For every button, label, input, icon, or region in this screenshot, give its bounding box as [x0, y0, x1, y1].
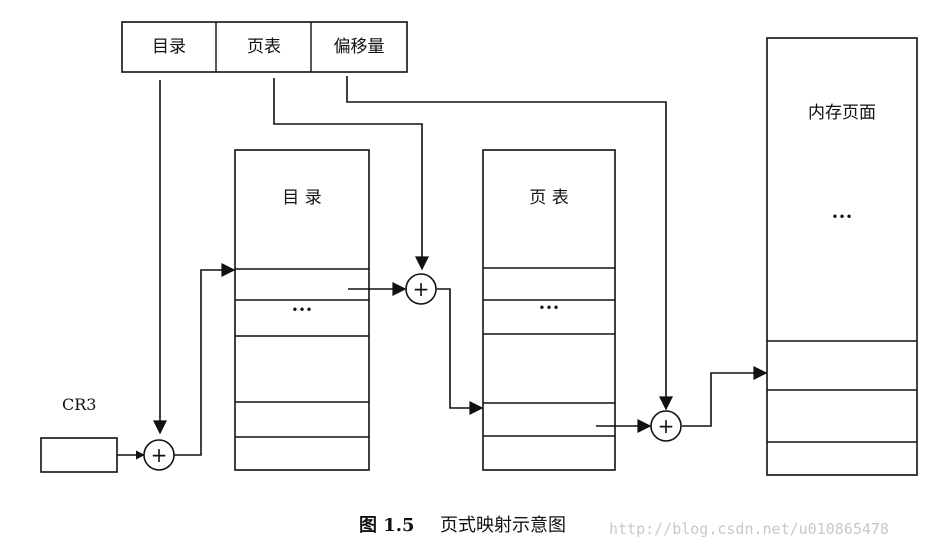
arrow-adder3-to-memory-page	[682, 366, 768, 427]
adder-1: +	[143, 439, 175, 471]
page-table-ellipsis: •••	[538, 301, 559, 315]
field-offset-label: 偏移量	[334, 37, 385, 57]
adder-2: +	[405, 273, 437, 305]
connectors	[117, 76, 768, 460]
memory-page-title: 内存页面	[808, 103, 876, 123]
memory-page-ellipsis: •••	[831, 210, 852, 224]
adder-3-symbol: +	[658, 414, 675, 438]
field-directory-label: 目录	[152, 37, 186, 57]
directory-title: 目 录	[282, 188, 321, 208]
arrow-offset-field-to-adder3	[346, 76, 673, 411]
page-table: 页 表 •••	[482, 149, 616, 471]
cr3-register: CR3	[40, 395, 118, 473]
arrow-page-table-field-to-adder2	[273, 78, 429, 271]
memory-page: 内存页面 •••	[766, 37, 918, 476]
adder-2-symbol: +	[413, 277, 430, 301]
linear-address-frame	[121, 21, 408, 73]
arrow-adder2-to-page-table	[437, 288, 484, 415]
memory-page-frame	[766, 37, 918, 476]
arrow-adder1-to-directory	[174, 263, 236, 456]
watermark: http://blog.csdn.net/u010865478	[609, 520, 889, 538]
directory-ellipsis: •••	[291, 303, 312, 317]
page-table-frame	[482, 149, 616, 471]
field-page-table-label: 页表	[247, 37, 281, 57]
page-table-title: 页 表	[529, 188, 568, 208]
directory-frame	[234, 149, 370, 471]
adder-1-symbol: +	[151, 443, 168, 467]
linear-address: 目录 页表 偏移量	[121, 21, 408, 73]
figure-number: 图 1.5	[359, 515, 415, 536]
adder-3: +	[650, 410, 682, 442]
cr3-label: CR3	[62, 395, 96, 414]
cr3-box	[40, 437, 118, 473]
page-directory-table: 目 录 •••	[234, 149, 370, 471]
figure-title: 页式映射示意图	[440, 515, 566, 536]
